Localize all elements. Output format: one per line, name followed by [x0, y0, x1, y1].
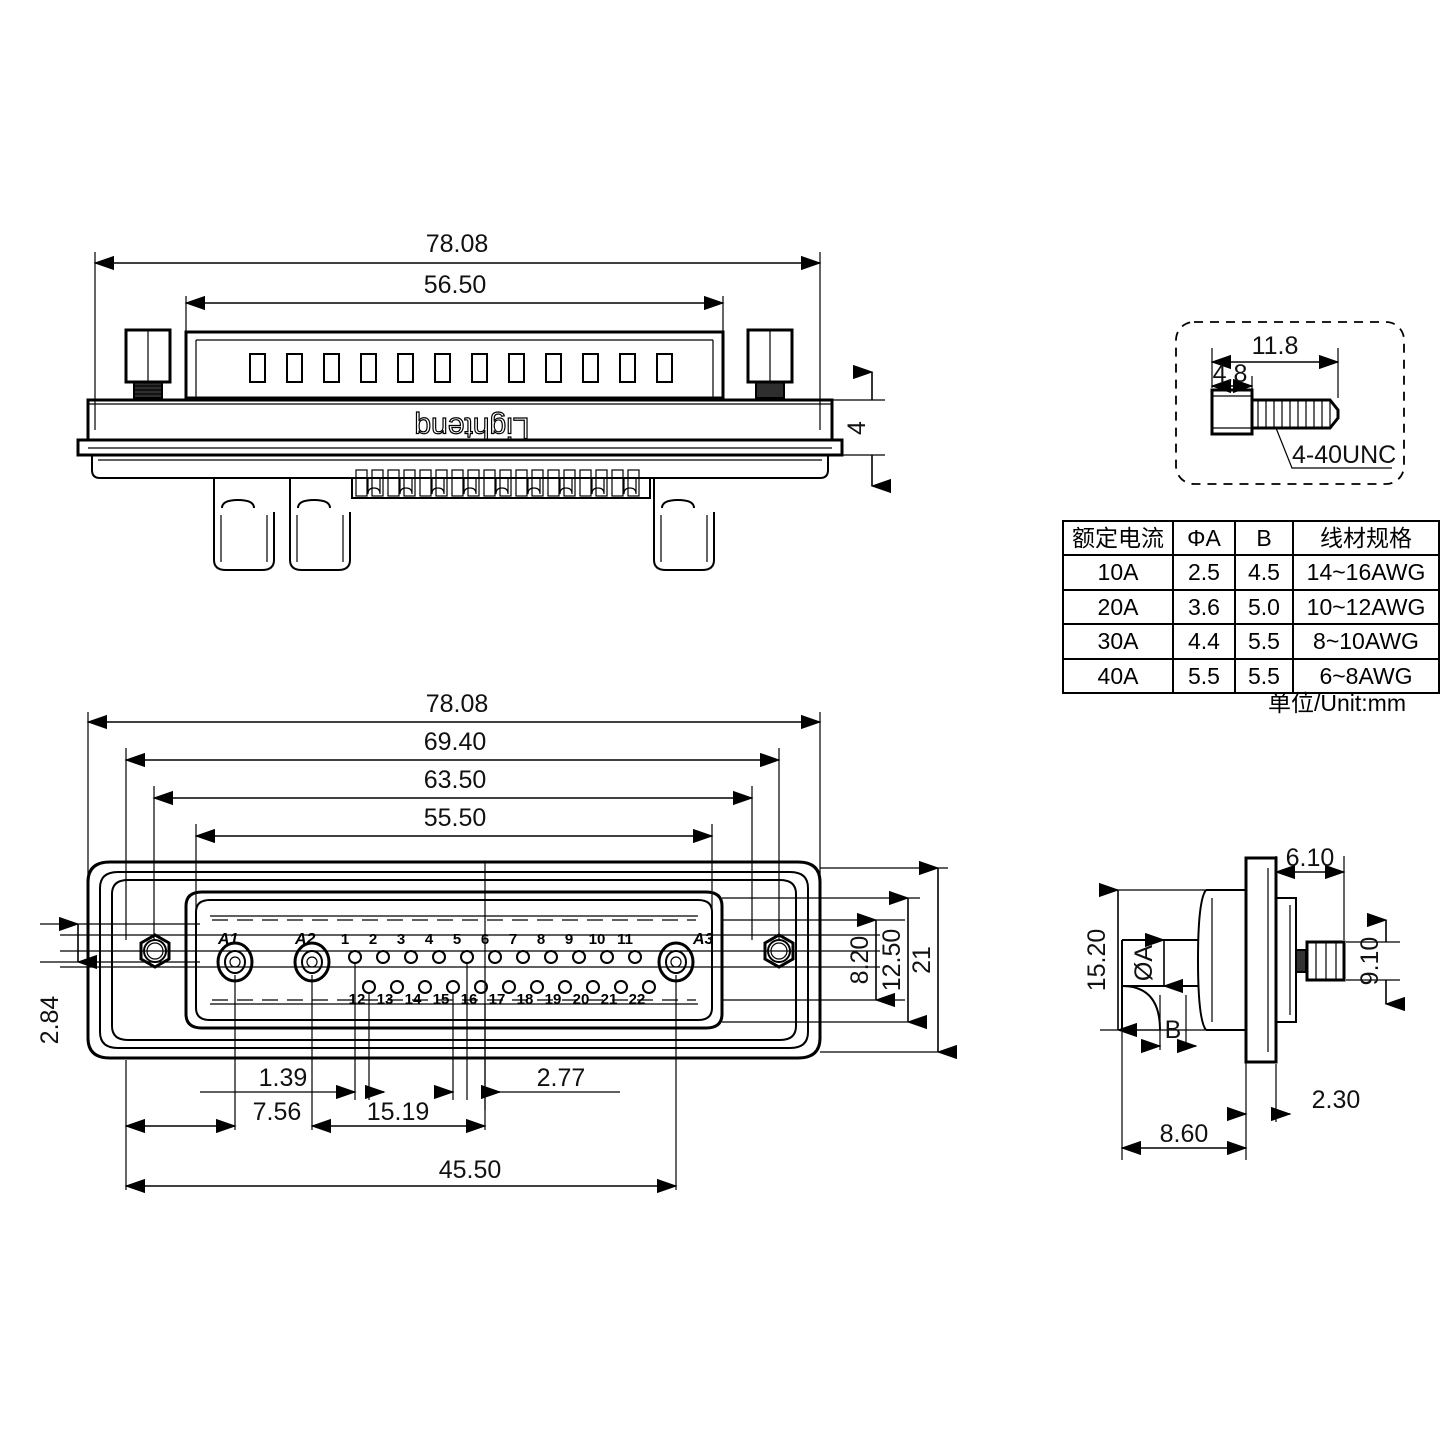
thread-callout: 4-40UNC: [1292, 441, 1396, 469]
cell-awg-20a: 10~12AWG: [1292, 588, 1440, 626]
cell-dia-30a: 4.4: [1172, 623, 1236, 660]
dim-top-flange-thickness: 4: [843, 421, 871, 435]
dim-front-mount-hole-span: 69.40: [424, 728, 487, 756]
cell-dia-10a: 2.5: [1172, 554, 1236, 591]
cell-current-40a: 40A: [1062, 657, 1174, 695]
dim-span-15-19: 15.19: [367, 1098, 430, 1126]
jackscrew-left: [124, 328, 172, 399]
pin-label-17: 17: [489, 991, 506, 1008]
dim-front-screw-span: 63.50: [424, 766, 487, 794]
cell-dia-20a: 3.6: [1172, 588, 1236, 626]
pin-label-8: 8: [537, 931, 545, 948]
dim-side-depth: 8.60: [1160, 1120, 1209, 1148]
dim-pitch-2: 2.77: [537, 1064, 586, 1092]
dim-mid-height: 12.50: [878, 929, 906, 992]
pin-label-18: 18: [517, 991, 534, 1008]
table-row: 10A 2.5 4.5 14~16AWG: [1062, 554, 1440, 591]
signal-pins-top-row: [348, 950, 642, 964]
cell-b-10a: 4.5: [1234, 554, 1294, 591]
dim-pin-pitch-small: 1.39: [259, 1064, 308, 1092]
cell-dia-40a: 5.5: [1172, 657, 1236, 695]
dim-side-screw-610: 6.10: [1286, 844, 1335, 872]
pin-label-19: 19: [545, 991, 562, 1008]
dim-side-b: B: [1165, 1016, 1182, 1044]
jackscrew-right: [746, 328, 794, 399]
front-view-body: [86, 860, 822, 1060]
pin-label-6: 6: [481, 931, 489, 948]
dim-side-dia-a: ØA: [1130, 945, 1158, 981]
table-row: 30A 4.4 5.5 8~10AWG: [1062, 623, 1440, 660]
pin-label-22: 22: [629, 991, 646, 1008]
pin-label-16: 16: [461, 991, 478, 1008]
cell-current-10a: 10A: [1062, 554, 1174, 591]
pin-label-a3: A3: [692, 931, 714, 948]
pin-label-12: 12: [349, 991, 366, 1008]
cell-awg-10a: 14~16AWG: [1292, 554, 1440, 591]
top-view-group: Lightenq: [76, 252, 892, 571]
cell-current-30a: 30A: [1062, 623, 1174, 660]
cell-b-30a: 5.5: [1234, 623, 1294, 660]
dim-side-height: 15.20: [1083, 929, 1111, 992]
dim-span-45-50: 45.50: [439, 1156, 502, 1184]
cell-current-20a: 20A: [1062, 588, 1174, 626]
rear-contacts: [213, 469, 715, 571]
pin-label-15: 15: [433, 991, 450, 1008]
dim-screw-head-length: 4.8: [1213, 360, 1248, 388]
pin-label-1: 1: [341, 931, 349, 948]
dim-edge-2-84: 2.84: [36, 996, 64, 1045]
signal-pins-bottom-row: [362, 980, 656, 994]
brand-text-top-view: Lightenq: [414, 410, 530, 444]
dim-offset-a1: 7.56: [253, 1098, 302, 1126]
dim-top-body-width: 56.50: [424, 271, 487, 299]
pin-label-11: 11: [617, 931, 633, 948]
pin-label-5: 5: [453, 931, 461, 948]
dim-overall-height: 21: [908, 946, 936, 974]
pin-label-4: 4: [425, 931, 434, 948]
dim-inner-height: 8.20: [846, 936, 874, 985]
dim-side-screw-910: 9.10: [1356, 937, 1384, 986]
pin-label-a1: A1: [217, 931, 239, 948]
spec-table-body: 额定电流 ΦA B 线材规格 10A 2.5 4.5 14~16AWG 20A …: [1062, 519, 1440, 695]
pin-label-20: 20: [573, 991, 590, 1008]
contact-slots: [249, 353, 673, 383]
side-view-group: [1098, 856, 1406, 1160]
th-rated-current: 额定电流: [1062, 519, 1174, 557]
cell-awg-30a: 8~10AWG: [1292, 623, 1440, 660]
front-view-group: [40, 712, 958, 1194]
cell-b-20a: 5.0: [1234, 588, 1294, 626]
pin-label-9: 9: [565, 931, 573, 948]
dim-screw-length: 11.8: [1252, 332, 1299, 360]
pin-label-10: 10: [589, 931, 606, 948]
cell-awg-40a: 6~8AWG: [1292, 657, 1440, 695]
dim-front-shell-width: 55.50: [424, 804, 487, 832]
top-view-shell: [184, 330, 725, 400]
screw-detail-group: [1175, 321, 1405, 485]
th-dia-a: ΦA: [1172, 519, 1236, 557]
pin-label-14: 14: [405, 991, 422, 1008]
pin-label-a2: A2: [294, 931, 316, 948]
dim-front-overall-width: 78.08: [426, 690, 489, 718]
spec-table: 额定电流 ΦA B 线材规格 10A 2.5 4.5 14~16AWG 20A …: [1062, 519, 1440, 695]
brand-label: Lightenq: [414, 411, 529, 444]
unit-note: 单位/Unit:mm: [1268, 690, 1406, 716]
table-row: 40A 5.5 5.5 6~8AWG: [1062, 657, 1440, 695]
pin-label-3: 3: [397, 931, 405, 948]
cell-b-40a: 5.5: [1234, 657, 1294, 695]
pin-label-21: 21: [601, 991, 618, 1008]
th-b: B: [1234, 519, 1294, 557]
th-wire-spec: 线材规格: [1292, 519, 1440, 557]
pin-label-13: 13: [377, 991, 394, 1008]
dim-side-flange: 2.30: [1312, 1086, 1361, 1114]
table-row: 20A 3.6 5.0 10~12AWG: [1062, 588, 1440, 626]
dim-top-overall-width: 78.08: [426, 230, 489, 258]
pin-label-2: 2: [369, 931, 377, 948]
pin-label-7: 7: [509, 931, 517, 948]
table-header-row: 额定电流 ΦA B 线材规格: [1062, 519, 1440, 557]
